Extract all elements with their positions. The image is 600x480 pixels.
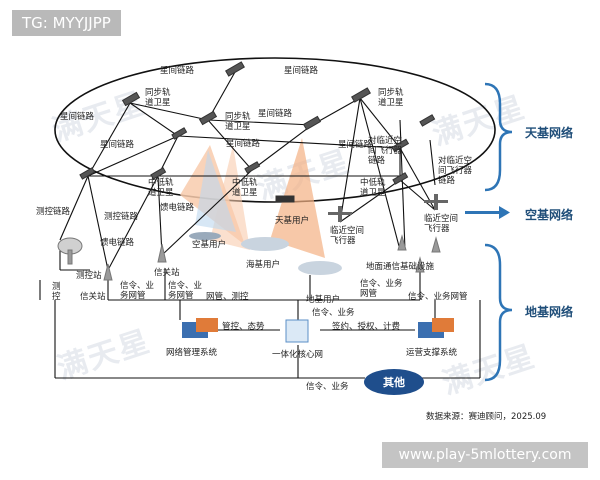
layer-ground: 地基网络 xyxy=(525,305,574,319)
isl-label: 星间链路 xyxy=(100,140,135,150)
isl-label: 星间链路 xyxy=(284,66,319,76)
layer-braces xyxy=(484,82,513,382)
tt-link-label: 测控链路 xyxy=(36,207,71,217)
beam-cone xyxy=(195,150,236,232)
footer-url[interactable]: www.play-5mlottery.com xyxy=(382,442,588,468)
isl-label: 星间链路 xyxy=(258,109,293,119)
air-user-label: 空基用户 xyxy=(192,240,227,250)
ground-lines xyxy=(39,250,481,379)
other-label: 其他 xyxy=(383,376,405,389)
ground-user-label: 地基用户 xyxy=(306,295,341,305)
sig-biz-label: 信令、业务 xyxy=(306,382,349,392)
gateway-label: 信关站 xyxy=(80,292,106,302)
tt-ctrl-label: 测 控 xyxy=(52,282,61,302)
isl-label: 星间链路 xyxy=(226,139,261,149)
mgmt-posture-label: 管控、态势 xyxy=(222,322,265,332)
ground-user-icon xyxy=(298,261,342,275)
orbit-ellipse xyxy=(54,57,496,203)
geo-sat-label: 同步轨 道卫星 xyxy=(378,88,404,108)
feeder-link-label: 馈电链路 xyxy=(100,238,135,248)
other-cloud xyxy=(364,369,424,395)
near-space-link-label: 对临近空 间飞行器 链路 xyxy=(438,156,473,186)
isl-label: 星间链路 xyxy=(338,140,373,150)
sig-biz-label: 信令、业 务网管 xyxy=(168,281,203,301)
tt-link-label: 测控链路 xyxy=(104,212,139,222)
oss-label: 运营支撑系统 xyxy=(406,348,458,358)
ground-infra-label: 地面通信基础设施 xyxy=(366,262,435,272)
satellite-icon xyxy=(79,61,436,203)
meo-sat-label: 中低轨 道卫星 xyxy=(148,178,174,198)
geo-sat-label: 同步轨 道卫星 xyxy=(225,112,251,132)
air-arrow xyxy=(465,206,510,219)
sig-net-tt-label: 网管、测控 xyxy=(206,292,249,302)
ground-station-icon xyxy=(57,234,441,281)
sign-auth-bill-label: 签约、授权、计费 xyxy=(332,322,401,332)
feeder-link-label: 馈电链路 xyxy=(160,203,195,213)
near-space-link-label: 对临近空 间飞行器 链路 xyxy=(368,136,403,166)
sig-biz-label: 信令、业务 xyxy=(312,308,355,318)
layer-space: 天基网络 xyxy=(525,126,574,140)
source-note: 数据来源：赛迪顾问，2025.09 xyxy=(426,412,547,422)
isl-label: 星间链路 xyxy=(160,66,195,76)
geo-sat-label: 同步轨 道卫星 xyxy=(145,88,171,108)
nms-label: 网络管理系统 xyxy=(166,348,218,358)
aircraft-icon xyxy=(189,194,448,240)
ship-icon xyxy=(241,237,289,251)
sig-biz-label: 信令、业 务网管 xyxy=(120,281,155,301)
space-user-label: 天基用户 xyxy=(275,216,310,226)
sig-biz-label: 信令、业务网管 xyxy=(408,292,468,302)
sea-user-label: 海基用户 xyxy=(246,260,281,270)
watermark-tag: TG: MYYJJPP xyxy=(12,10,121,36)
meo-sat-label: 中低轨 道卫星 xyxy=(360,178,386,198)
gateway-label: 信关站 xyxy=(154,268,180,278)
near-aircraft-label: 临近空间 飞行器 xyxy=(330,226,365,246)
core-network-label: 一体化核心网 xyxy=(272,350,324,360)
computer-icon xyxy=(182,318,454,343)
tt-station-label: 测控站 xyxy=(76,271,102,281)
beam-cone xyxy=(270,138,325,258)
near-aircraft-label: 临近空间 飞行器 xyxy=(424,214,459,234)
isl-label: 星间链路 xyxy=(60,112,95,122)
meo-sat-label: 中低轨 道卫星 xyxy=(232,178,258,198)
sig-biz-label: 信令、业务 网管 xyxy=(360,279,403,299)
layer-air: 空基网络 xyxy=(525,208,574,222)
